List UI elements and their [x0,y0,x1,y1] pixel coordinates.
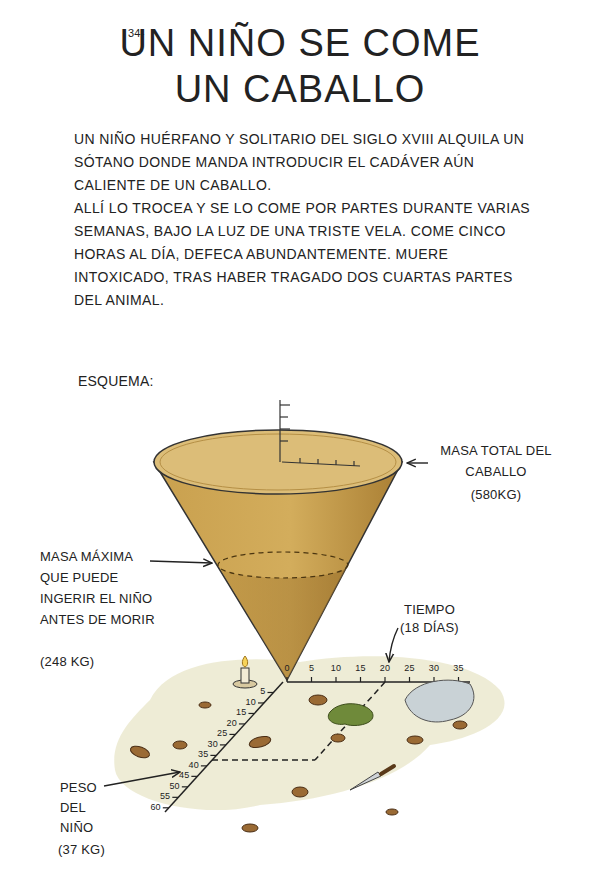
body-text: UN NIÑO HUÉRFANO Y SOLITARIO DEL SIGLO X… [74,128,534,312]
tick-label: 0 [277,663,297,674]
tick-label: 30 [196,739,218,750]
knife [350,766,394,790]
callout-value: (18 DÍAS) [400,618,490,638]
tick-label: 15 [224,707,246,718]
callout-label: PESO DEL NIÑO [60,778,104,838]
callout-label: MASA TOTAL DEL CABALLO [432,440,560,482]
page-number: 34- [128,26,158,40]
tick-label: 5 [243,686,265,697]
callout-label: MASA MÁXIMA QUE PUEDE INGERIR EL NIÑO AN… [40,546,158,630]
tick-label: 25 [400,663,420,674]
section-label: ESQUEMA: [78,372,198,390]
candle [233,656,257,688]
tick-label: 45 [167,770,189,781]
cloth [405,680,474,722]
callout-label: TIEMPO [404,600,494,620]
callout-value: (580KG) [432,484,560,505]
tick-label: 30 [424,663,444,674]
tick-label: 15 [351,663,371,674]
tick-label: 40 [177,760,199,771]
horse-cone [154,430,402,680]
tick-label: 10 [326,663,346,674]
tick-label: 10 [234,697,256,708]
tick-label: 5 [302,663,322,674]
body-paragraph: UN NIÑO HUÉRFANO Y SOLITARIO DEL SIGLO X… [74,128,534,197]
tick-label: 35 [186,749,208,760]
tick-label: 60 [139,802,161,813]
tick-label: 50 [158,781,180,792]
tick-label: 25 [205,728,227,739]
tick-label: 35 [449,663,469,674]
tick-label: 55 [148,791,170,802]
ground-stain [114,656,504,810]
callout-value: (248 KG) [40,651,158,672]
entrails [328,704,373,726]
callout-value: (37 KG) [58,840,128,860]
body-paragraph: ALLÍ LO TROCEA Y SE LO COME POR PARTES D… [74,197,534,312]
tick-label: 20 [375,663,395,674]
tick-label: 20 [215,718,237,729]
scale-ruler [280,400,360,466]
